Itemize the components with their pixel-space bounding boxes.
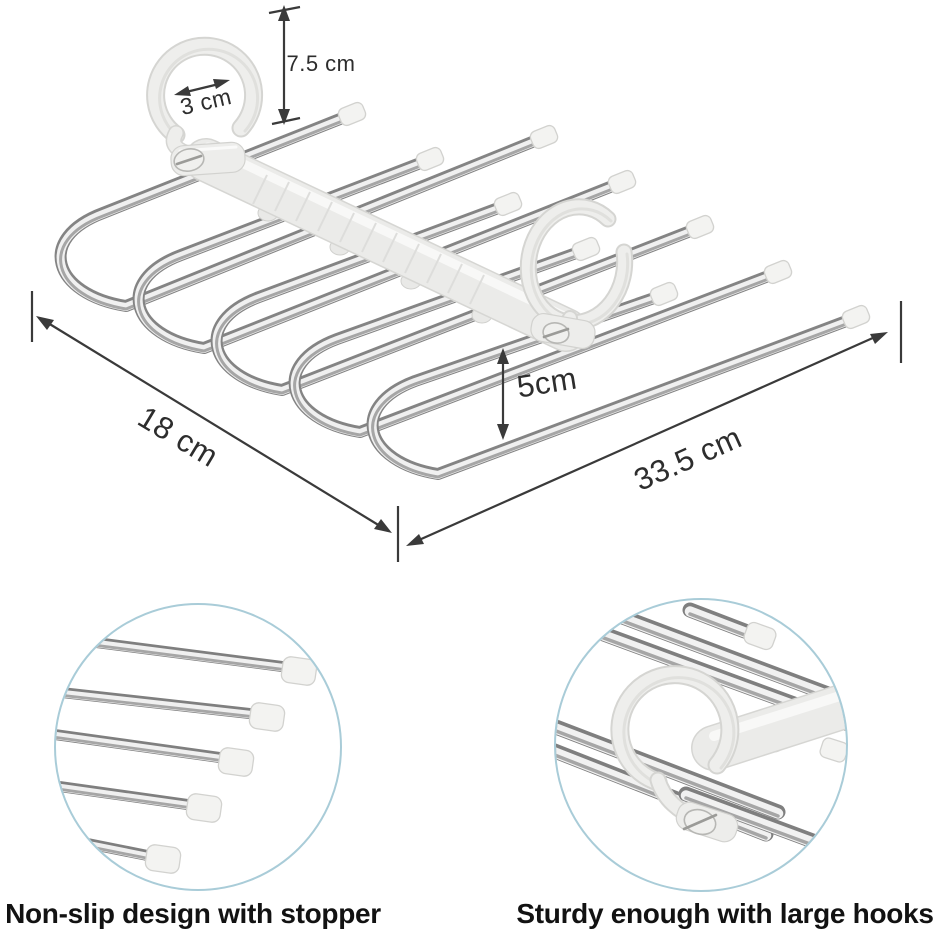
center-connector-bar [184,138,588,352]
stopper-cap [185,793,223,823]
stopper-cap [280,656,318,686]
rail-end-caps [337,101,871,330]
feature-caption-hooks: Sturdy enough with large hooks [516,898,934,929]
rail-end-cap [493,191,523,217]
rail-end-cap [415,146,445,172]
dimension-arrow-hook-opening [174,79,230,96]
pants-hanger-photo [61,46,871,477]
main-hook [156,46,258,177]
stopper-cap [743,621,777,651]
stopper-bars [56,634,286,859]
dimension-arrow-hook-height [268,5,301,126]
rail-end-cap [529,124,559,150]
stopper-cap [248,702,286,732]
rail-end-cap [337,101,367,127]
hook-closeup [554,598,848,892]
stopper-cap [819,737,846,763]
stopper-cap [217,747,255,777]
nonslip-closeup [54,603,342,891]
second-hook [528,207,627,350]
dimension-label-hook-height: 7.5 cm [286,51,356,76]
rail-end-cap [607,169,637,195]
rail-end-cap [685,214,715,240]
rail-end-cap [649,281,679,307]
rail-end-cap [571,236,601,262]
dimension-arrow-length [406,301,903,546]
feature-circle-border [54,603,342,891]
stopper-cap [144,844,182,874]
dimension-arrow-layer-spacing [497,348,509,440]
feature-circle-border [554,598,848,892]
bar-ridges [252,174,485,305]
feature-caption-nonslip: Non-slip design with stopper [5,898,381,929]
rail-end-cap [763,259,793,285]
closeup-large-hook [620,675,741,843]
dimension-arrow-depth [30,291,400,562]
rail-end-cap [841,304,871,330]
